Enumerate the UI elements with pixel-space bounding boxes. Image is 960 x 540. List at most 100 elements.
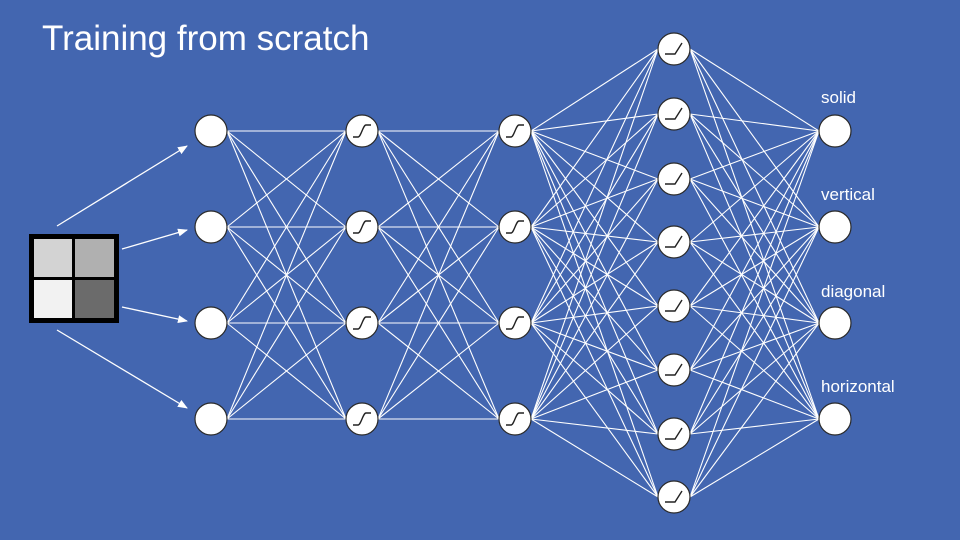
output-label-diagonal: diagonal (821, 282, 886, 301)
input-pixel (75, 239, 114, 277)
sigmoid-icon (353, 316, 371, 330)
hidden-neuron (345, 402, 379, 436)
connection-line (530, 178, 659, 420)
input-neuron (194, 402, 228, 436)
input-arrows (56, 145, 188, 409)
connection-line (377, 130, 500, 420)
connection-line (689, 322, 820, 498)
input-pixel (34, 280, 72, 318)
relu-icon (665, 490, 683, 503)
output-neuron (818, 210, 852, 244)
connection-line (377, 322, 500, 420)
connection-line (689, 48, 820, 228)
connections (226, 48, 820, 498)
hidden-neuron (657, 162, 691, 196)
connection-line (377, 130, 500, 324)
connection-line (689, 48, 820, 132)
connection-line (689, 322, 820, 435)
input-neuron (194, 210, 228, 244)
connection-line (530, 418, 659, 435)
input-arrow (121, 228, 188, 250)
hidden-neuron (345, 114, 379, 148)
hidden-neuron (345, 210, 379, 244)
connection-line (377, 130, 500, 228)
connection-line (530, 418, 659, 498)
sigmoid-icon (353, 412, 371, 426)
connection-line (530, 113, 659, 228)
hidden-neuron (498, 210, 532, 244)
slide-title: Training from scratch (42, 19, 370, 58)
input-neuron (194, 114, 228, 148)
connection-line (530, 48, 659, 132)
connection-line (689, 226, 820, 243)
hidden-neuron (657, 32, 691, 66)
hidden-neuron (345, 306, 379, 340)
connection-line (530, 113, 659, 324)
output-neuron (818, 402, 852, 436)
connection-line (530, 322, 659, 498)
connection-line (689, 369, 820, 420)
hidden-neuron (657, 289, 691, 323)
relu-icon (665, 363, 683, 376)
sigmoid-icon (506, 316, 524, 330)
connection-line (226, 226, 347, 420)
output-neuron (818, 114, 852, 148)
connection-line (689, 130, 820, 371)
connection-line (689, 418, 820, 435)
connection-line (689, 178, 820, 228)
sigmoid-icon (506, 220, 524, 234)
connection-line (689, 322, 820, 371)
connection-line (530, 48, 659, 420)
connection-line (689, 226, 820, 498)
connection-line (689, 226, 820, 307)
input-arrow (121, 306, 188, 324)
connection-line (689, 226, 820, 435)
connection-line (689, 130, 820, 180)
relu-icon (665, 427, 683, 440)
output-label-vertical: vertical (821, 185, 875, 204)
connection-line (530, 178, 659, 324)
hidden-neuron (498, 114, 532, 148)
connection-line (689, 418, 820, 498)
output-neuron (818, 306, 852, 340)
input-arrow (56, 329, 188, 409)
connection-line (689, 113, 820, 132)
connection-line (530, 48, 659, 228)
connection-line (530, 369, 659, 420)
relu-icon (665, 42, 683, 55)
neurons (194, 32, 852, 514)
hidden-neuron (498, 402, 532, 436)
connection-line (689, 226, 820, 371)
connection-line (530, 241, 659, 324)
connection-line (689, 130, 820, 243)
connection-line (226, 322, 347, 420)
relu-icon (665, 299, 683, 312)
sigmoid-icon (506, 412, 524, 426)
hidden-neuron (657, 225, 691, 259)
connection-line (226, 130, 347, 228)
connection-line (689, 130, 820, 435)
connection-line (530, 241, 659, 420)
connection-line (530, 130, 659, 180)
sigmoid-icon (353, 124, 371, 138)
hidden-neuron (657, 480, 691, 514)
sigmoid-icon (506, 124, 524, 138)
connection-line (530, 113, 659, 132)
connection-line (689, 130, 820, 498)
hidden-neuron (657, 97, 691, 131)
connection-line (689, 113, 820, 228)
connection-line (530, 322, 659, 371)
connection-line (530, 305, 659, 324)
input-pixel (75, 280, 114, 318)
connection-line (530, 113, 659, 420)
connection-line (530, 178, 659, 228)
connection-line (530, 305, 659, 420)
relu-icon (665, 107, 683, 120)
output-label-horizontal: horizontal (821, 377, 895, 396)
connection-line (377, 226, 500, 420)
input-neuron (194, 306, 228, 340)
connection-line (226, 130, 347, 324)
input-arrow (56, 145, 188, 227)
output-label-solid: solid (821, 88, 856, 107)
